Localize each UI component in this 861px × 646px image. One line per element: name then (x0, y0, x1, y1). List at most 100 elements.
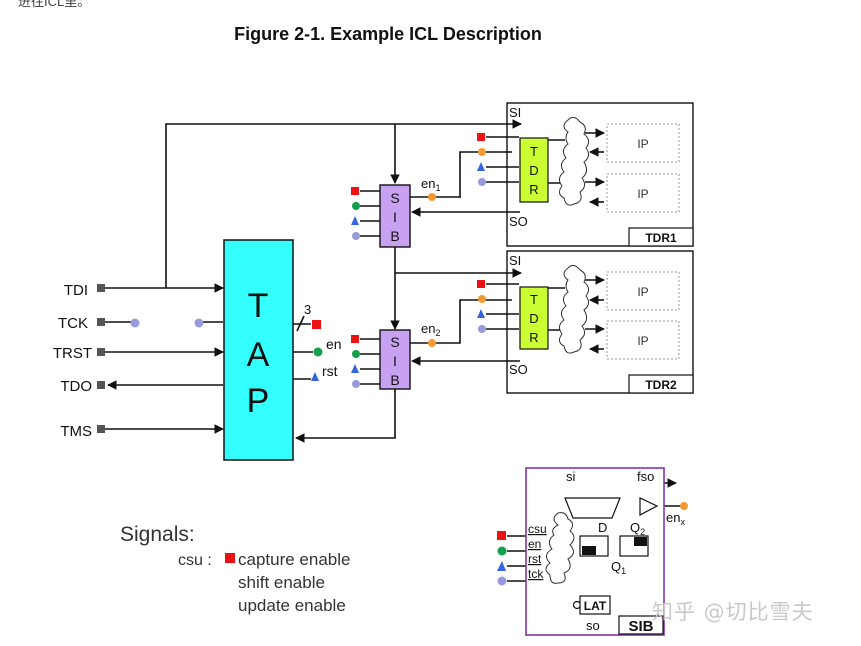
tdr2-csu-marker (477, 280, 485, 288)
legend-csu-marker (225, 553, 235, 563)
tdr1-letter-t: T (530, 144, 538, 159)
tdr2-letter-t: T (530, 292, 538, 307)
sib-detail-rst-label: rst (528, 552, 542, 566)
sib-detail-csu-label: csu (528, 522, 547, 536)
tck-port (97, 318, 105, 326)
tdr1-csu-marker (477, 133, 485, 141)
tdr2-ip1-label: IP (637, 285, 648, 299)
tap-en-marker (313, 347, 323, 357)
sib-detail-si-label: si (566, 469, 576, 484)
tdr1-name: TDR1 (645, 231, 677, 245)
sib-detail-ff-q-fill (634, 537, 647, 546)
sib2-letter-i: I (393, 353, 397, 369)
sib1-rst-marker (351, 216, 359, 225)
sib2-block (379, 329, 411, 390)
tap-bus-width: 3 (304, 302, 311, 317)
tdr1-letter-r: R (529, 182, 538, 197)
tdr1-frame (506, 102, 694, 247)
tdi-port (97, 284, 105, 292)
top-text-fragment: 进往ICL里。 (18, 0, 91, 9)
tck-dot (130, 318, 140, 328)
tdr2-en-marker (478, 295, 486, 303)
tdr1-en-marker (478, 148, 486, 156)
sib2-en-marker (352, 350, 360, 358)
tck-label: TCK (58, 315, 88, 332)
legend-update-enable: update enable (238, 596, 346, 615)
tdr1-ip1-box (606, 123, 680, 163)
sib-detail-logic-cloud (545, 512, 575, 584)
sib-detail-mux (564, 497, 621, 519)
sib-detail-q1-label: Q1 (611, 559, 626, 576)
tdr2-name-box (628, 374, 694, 394)
sib2-rst-marker (351, 364, 359, 373)
sib2-letter-s: S (390, 334, 399, 350)
sib1-block (379, 184, 411, 248)
sib-detail-lat-box (579, 595, 611, 615)
tdr2-rst-marker (477, 309, 485, 318)
tdr1-block (519, 137, 549, 203)
tdr1-letter-d: D (529, 163, 538, 178)
tap-block (223, 239, 294, 461)
tap-csu-marker (312, 320, 321, 329)
tap-letter-t: T (248, 287, 269, 325)
tdi-label: TDI (64, 282, 88, 299)
tdr2-frame (506, 250, 694, 394)
legend-heading: Signals: (120, 523, 195, 546)
sib-detail-en-label: en (528, 537, 541, 551)
sib-detail-name-box (618, 615, 664, 635)
tdr1-ip2-box (606, 173, 680, 213)
sib1-letter-s: S (390, 190, 399, 206)
sib-detail-ff-d-fill (582, 546, 596, 555)
tdo-port (97, 381, 105, 389)
sib-detail-buffer (639, 497, 659, 516)
sib-detail-en-marker (680, 502, 688, 510)
sib-detail-lat-label: LAT (584, 599, 607, 613)
sib2-en-out-marker (428, 339, 436, 347)
tdr2-letter-r: R (529, 330, 538, 345)
tdr1-ip2-label: IP (637, 187, 648, 201)
sib-detail-q2-label: Q2 (630, 520, 645, 537)
sib-detail-csu-marker (497, 531, 506, 540)
tdr2-block (519, 286, 549, 350)
sib1-csu-marker (351, 187, 359, 195)
sib2-letter-b: B (390, 372, 399, 388)
tdr1-so-label: SO (509, 214, 528, 229)
sib1-tck-marker (352, 232, 360, 240)
sib2-tck-marker (352, 380, 360, 388)
tdr2-logic-cloud (558, 264, 590, 354)
sib-detail-so-label: so (586, 618, 600, 633)
sib-detail-d-label: D (598, 520, 607, 535)
tdr1-logic-cloud (558, 116, 590, 206)
tap-letter-a: A (247, 336, 270, 374)
tdr2-so-label: SO (509, 362, 528, 377)
tms-port (97, 425, 105, 433)
tdr1-rst-marker (477, 162, 485, 171)
tap-letter-p: P (247, 382, 270, 420)
tdr2-si-label: SI (509, 253, 521, 268)
tdr2-letter-d: D (529, 311, 538, 326)
tdr1-si-label: SI (509, 105, 521, 120)
trst-label: TRST (53, 345, 92, 362)
legend-shift-enable: shift enable (238, 573, 325, 592)
tdr2-ip2-label: IP (637, 334, 648, 348)
sib1-en-label: en1 (421, 176, 440, 193)
sib2-csu-marker (351, 335, 359, 343)
sib-detail-en-in-marker (497, 546, 507, 556)
tap-en-label: en (326, 336, 342, 352)
legend-capture-enable: capture enable (238, 550, 350, 569)
tap-rst-marker (311, 372, 319, 381)
tdr1-tck-marker (478, 178, 486, 186)
tdr1-name-box (628, 227, 694, 247)
sib1-en-out-marker (428, 193, 436, 201)
sib1-letter-b: B (390, 228, 399, 244)
tms-label: TMS (60, 423, 92, 440)
watermark: 知乎 @切比雪夫 (652, 600, 814, 624)
sib-detail-fso-label: fso (637, 469, 654, 484)
tdr2-name: TDR2 (645, 378, 677, 392)
sib-detail-name: SIB (628, 618, 653, 635)
tap-rst-label: rst (322, 363, 338, 379)
sib-detail-enx-label: enx (666, 510, 685, 527)
sib-detail-tck-label: tck (528, 567, 544, 581)
tdr2-ip2-box (606, 320, 680, 360)
